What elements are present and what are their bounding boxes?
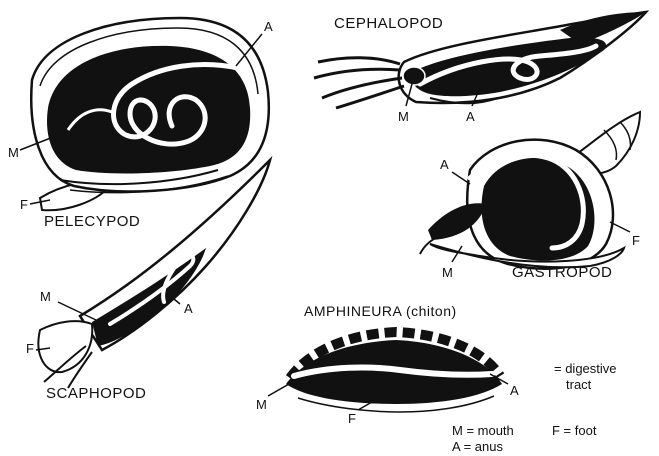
label-scaphopod: SCAPHOPOD [46, 386, 146, 401]
cephalopod-tentacle-1 [318, 58, 400, 64]
gastropod-mark-mouth: M [442, 266, 453, 279]
cephalopod-mark-anus: A [466, 110, 475, 123]
amphineura-mark-foot: F [348, 412, 356, 425]
gastropod-drawing [420, 112, 640, 269]
amphineura-drawing [268, 332, 508, 412]
legend-digestive-line1: = digestive [554, 362, 617, 375]
cephalopod-tentacle-3 [322, 78, 402, 98]
scaphopod-mark-foot: F [26, 342, 34, 355]
gastropod-line-m [452, 246, 462, 262]
label-cephalopod: CEPHALOPOD [334, 16, 443, 31]
cephalopod-mark-mouth: M [398, 110, 409, 123]
pelecypod-mark-anus: A [264, 20, 273, 33]
label-gastropod: GASTROPOD [512, 265, 612, 280]
legend-mouth: M = mouth [452, 424, 514, 437]
legend-digestive-line2: tract [566, 378, 591, 391]
cephalopod-eye [403, 67, 425, 85]
amphineura-mark-mouth: M [256, 398, 267, 411]
gastropod-mark-foot: F [632, 234, 640, 247]
pelecypod-mark-mouth: M [8, 146, 19, 159]
amphineura-mark-anus: A [510, 384, 519, 397]
label-pelecypod: PELECYPOD [44, 214, 140, 229]
gastropod-mark-anus: A [440, 158, 449, 171]
pelecypod-drawing [20, 18, 269, 210]
chiton-line-f [358, 402, 372, 410]
scaphopod-mark-mouth: M [40, 290, 51, 303]
legend-foot: F = foot [552, 424, 596, 437]
gastropod-line-a [452, 172, 470, 184]
scaphopod-mark-anus: A [184, 302, 193, 315]
label-amphineura: AMPHINEURA (chiton) [304, 304, 457, 318]
pelecypod-mark-foot: F [20, 198, 28, 211]
chiton-line-m [268, 380, 296, 396]
legend-anus: A = anus [452, 440, 503, 453]
cephalopod-tentacle-2 [314, 69, 400, 78]
